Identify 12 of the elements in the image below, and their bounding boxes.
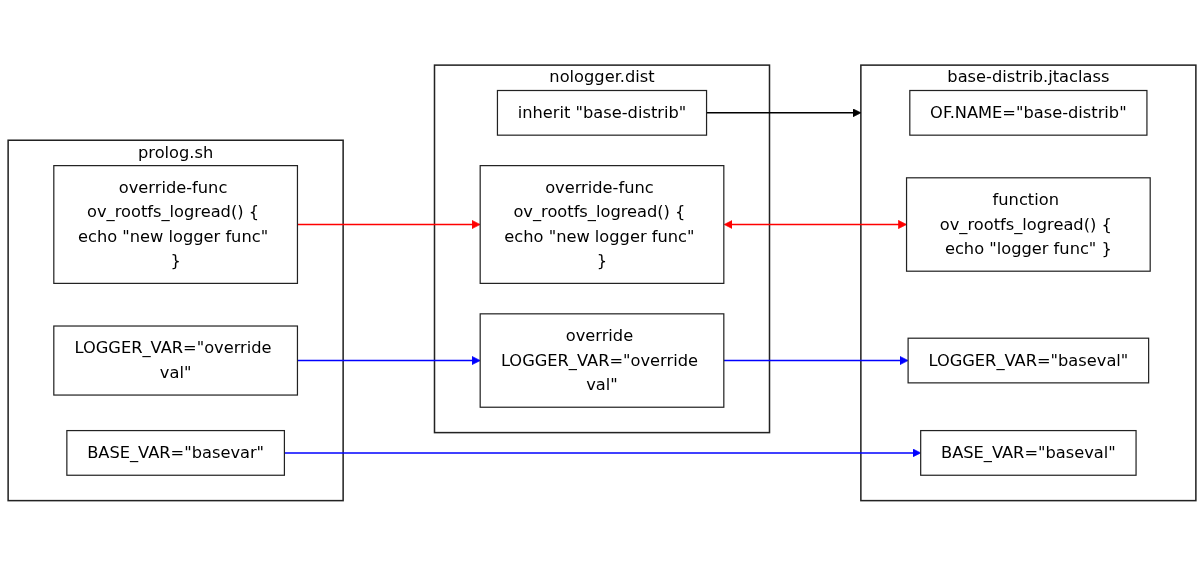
node-box: override-func ov_rootfs_logread() { echo "new logger func" }: [479, 164, 725, 284]
node-box: OF.NAME="base-distrib": [909, 89, 1148, 136]
arrow: [723, 219, 907, 229]
arrow: [723, 355, 909, 365]
node-box: BASE_VAR="basevar": [66, 429, 285, 476]
node-box: LOGGER_VAR="override val": [53, 325, 299, 396]
node-box: BASE_VAR="baseval": [920, 429, 1137, 476]
node-box: inherit "base-distrib": [496, 89, 708, 136]
node-box: function ov_rootfs_logread() { echo "logger func" }: [905, 176, 1151, 272]
node-box: override LOGGER_VAR="override val": [479, 312, 725, 408]
node-box: LOGGER_VAR="baseval": [907, 337, 1150, 384]
node-box: override-func ov_rootfs_logread() { echo "new logger func" }: [53, 164, 299, 284]
